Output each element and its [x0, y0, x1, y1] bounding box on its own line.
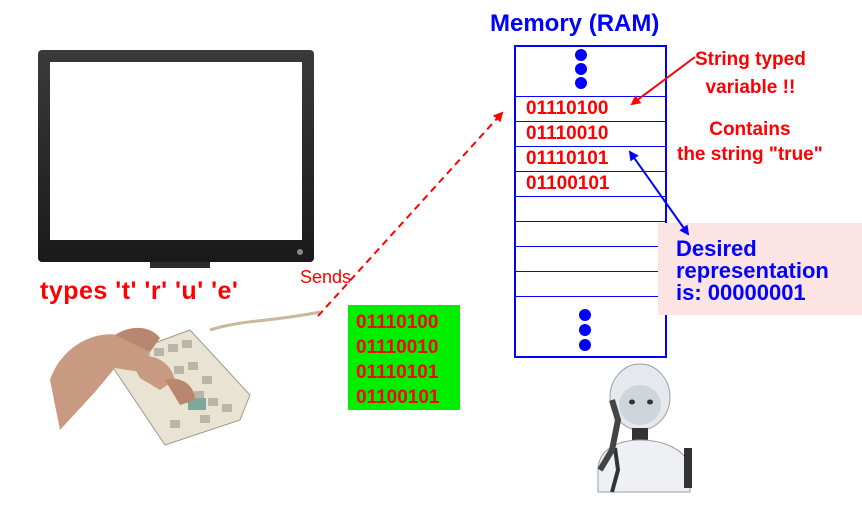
sent-bits-value: 01110101: [356, 362, 439, 383]
annotation-line: variable !!: [705, 77, 796, 98]
sent-bits-value: 01100101: [356, 387, 440, 408]
memory-cell-border: [516, 196, 665, 197]
ellipsis-dot: [575, 63, 587, 75]
send-arrow: [317, 111, 504, 317]
memory-cell-border: [516, 171, 665, 172]
sends-label: Sends: [300, 267, 352, 287]
annotation-line: Contains: [709, 119, 791, 140]
memory-cell-value: 01110100: [526, 98, 609, 119]
annotation-line: Desired: [676, 236, 757, 261]
sent-bits-box: [348, 305, 460, 410]
string-type-arrow: [630, 56, 696, 106]
annotation-line: String typed: [695, 49, 806, 70]
memory-cell-border: [516, 121, 665, 122]
memory-cell-border: [516, 96, 665, 97]
memory-cell-border: [516, 221, 665, 222]
sent-bits-value: 01110100: [356, 312, 439, 333]
desired-annotation: Desired representation is: 00000001: [676, 238, 829, 304]
memory-cell-border: [516, 296, 665, 297]
memory-cell-value: 01110101: [526, 148, 609, 169]
desired-arrow: [628, 150, 690, 236]
memory-cell-border: [516, 246, 665, 247]
desired-representation-box: [658, 223, 862, 315]
string-type-annotation: String typed variable !!: [695, 46, 806, 102]
sent-bits-value: 01110010: [356, 337, 439, 358]
typed-keys-label: types 't' 'r' 'u' 'e': [40, 277, 239, 305]
memory-cell-value: 01100101: [526, 173, 610, 194]
ellipsis-dot: [575, 49, 587, 61]
memory-cell-value: 01110010: [526, 123, 609, 144]
annotation-line: representation: [676, 258, 829, 283]
memory-cell-border: [516, 146, 665, 147]
ellipsis-dot: [579, 309, 591, 321]
ellipsis-dot: [579, 339, 591, 351]
memory-cell-border: [516, 271, 665, 272]
ellipsis-dot: [575, 77, 587, 89]
memory-block: 01110100 01110010 01110101 01100101: [514, 45, 667, 358]
ellipsis-dot: [579, 324, 591, 336]
memory-title: Memory (RAM): [490, 10, 660, 37]
annotation-line: is: 00000001: [676, 280, 806, 305]
contains-annotation: Contains the string "true": [677, 117, 823, 167]
annotation-line: the string "true": [677, 144, 823, 165]
